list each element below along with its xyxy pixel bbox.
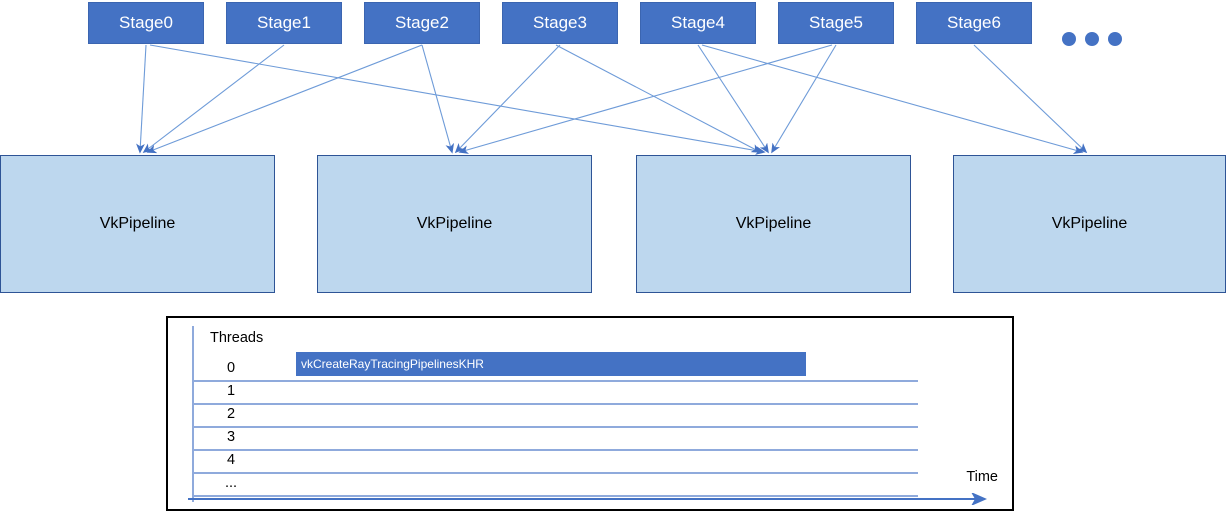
thread-row-separator-0 <box>192 380 918 382</box>
stage-to-pipeline-arrow-8 <box>555 44 762 153</box>
thread-id-label-3: 3 <box>226 429 236 445</box>
thread-id-label-2: 2 <box>226 406 236 422</box>
pipeline-box-3[interactable]: VkPipeline <box>953 155 1226 293</box>
thread-row-separator-3 <box>192 449 918 451</box>
stage-box-label: Stage6 <box>947 13 1001 32</box>
thread-row-separator-4 <box>192 472 918 474</box>
time-axis-label: Time <box>966 469 998 485</box>
pipeline-box-label: VkPipeline <box>735 215 812 232</box>
stage-to-pipeline-arrow-3 <box>421 44 455 154</box>
pipeline-box-1[interactable]: VkPipeline <box>317 155 592 293</box>
thread-row-separator-2 <box>192 426 918 428</box>
thread-timeline-panel: Threads 0 vkCreateRayTracingPipelinesKHR 1… <box>166 316 1014 511</box>
thread-id-label-5: ... <box>224 475 238 491</box>
thread-id-label-0: 0 <box>226 360 236 376</box>
stage-to-pipeline-arrow-10 <box>973 44 1088 154</box>
stage-box-label: Stage1 <box>257 13 311 32</box>
stage-to-pipeline-arrow-4 <box>454 44 561 154</box>
more-stages-ellipsis-icon <box>1062 32 1122 46</box>
thread-id-label-1: 1 <box>226 383 236 399</box>
timeline-bar-0[interactable]: vkCreateRayTracingPipelinesKHR <box>296 352 807 376</box>
stage-to-pipeline-arrow-7 <box>771 44 837 154</box>
timeline-left-axis <box>192 326 194 502</box>
stage-to-pipeline-arrow-0 <box>136 44 147 154</box>
stage-box-6[interactable]: Stage6 <box>916 2 1032 44</box>
stage-box-3[interactable]: Stage3 <box>502 2 618 44</box>
stage-box-label: Stage5 <box>809 13 863 32</box>
stage-to-pipeline-arrow-5 <box>149 44 766 155</box>
stage-box-5[interactable]: Stage5 <box>778 2 894 44</box>
stage-to-pipeline-arrow-1 <box>142 44 285 154</box>
threads-header-label: Threads <box>210 330 264 346</box>
stage-box-label: Stage4 <box>671 13 725 32</box>
timeline-bar-label: vkCreateRayTracingPipelinesKHR <box>301 357 484 371</box>
pipeline-box-0[interactable]: VkPipeline <box>0 155 275 293</box>
pipeline-box-label: VkPipeline <box>99 215 176 232</box>
stage-box-2[interactable]: Stage2 <box>364 2 480 44</box>
stage-to-pipeline-arrow-2 <box>146 44 423 154</box>
stage-box-1[interactable]: Stage1 <box>226 2 342 44</box>
stage-box-4[interactable]: Stage4 <box>640 2 756 44</box>
pipeline-box-2[interactable]: VkPipeline <box>636 155 911 293</box>
ellipsis-dot-3 <box>1108 32 1122 46</box>
stage-box-label: Stage0 <box>119 13 173 32</box>
stage-box-label: Stage2 <box>395 13 449 32</box>
stage-to-pipeline-arrow-11 <box>701 44 1084 154</box>
time-axis-arrow <box>188 493 987 505</box>
stage-box-0[interactable]: Stage0 <box>88 2 204 44</box>
stage-to-pipeline-arrow-6 <box>697 44 769 154</box>
stage-box-label: Stage3 <box>533 13 587 32</box>
thread-row-separator-1 <box>192 403 918 405</box>
ellipsis-dot-1 <box>1062 32 1076 46</box>
thread-row-separator-5 <box>192 495 918 497</box>
pipeline-box-label: VkPipeline <box>1051 215 1128 232</box>
thread-id-label-4: 4 <box>226 452 236 468</box>
ellipsis-dot-2 <box>1085 32 1099 46</box>
stage-to-pipeline-arrow-9 <box>458 44 833 154</box>
pipeline-box-label: VkPipeline <box>416 215 493 232</box>
